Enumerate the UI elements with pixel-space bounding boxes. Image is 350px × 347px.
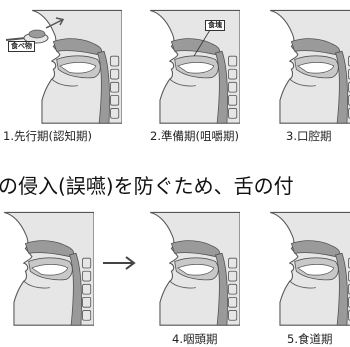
head-illustration-stage3 (269, 9, 350, 124)
caption-stage1: 1.先行期(認知期) (3, 129, 92, 143)
right-arrow-icon (103, 256, 136, 270)
head-illustration-stage4 (149, 211, 240, 326)
head-illustration-stage3b (3, 211, 94, 326)
spoon-icon (5, 29, 49, 44)
description-text: の侵入(誤嚥)を防ぐため、舌の付 (0, 174, 294, 198)
head-illustration-stage2 (149, 9, 240, 124)
caption-stage4: 4.咽頭期 (172, 332, 218, 346)
caption-stage5: 5.食道期 (287, 332, 333, 346)
caption-stage3: 3.口腔期 (286, 129, 332, 143)
bolus-label: 食塊 (205, 20, 225, 31)
caption-stage2: 2.準備期(咀嚼期) (150, 129, 239, 143)
food-label: 食べ物 (8, 41, 35, 52)
head-illustration-stage5 (269, 211, 350, 326)
arrow-to-mouth-icon (45, 17, 65, 29)
bolus-leader-line (193, 29, 211, 57)
